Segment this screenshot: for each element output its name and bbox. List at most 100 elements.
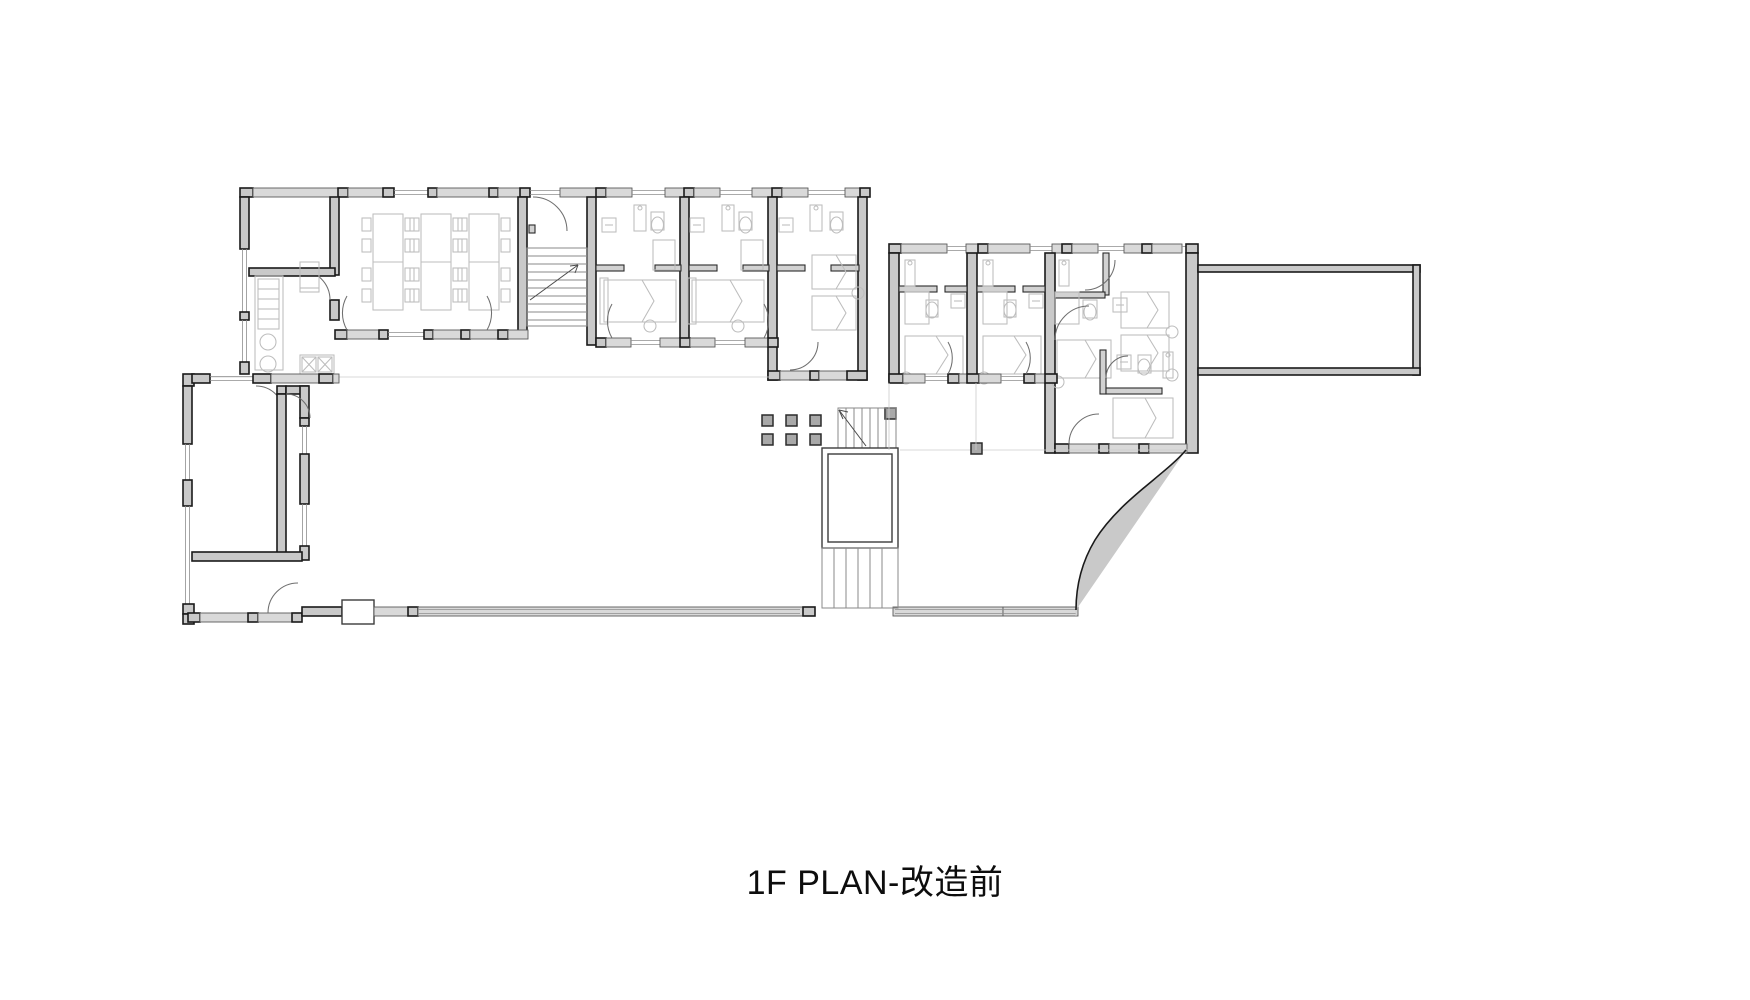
bathroom-gr1 (601, 204, 676, 271)
chair (457, 238, 468, 253)
window-ew-2 (1030, 246, 1052, 251)
door-swing-gr6-bath (1084, 259, 1116, 291)
shower (809, 204, 823, 232)
shower (721, 204, 735, 232)
bed-a (1120, 291, 1170, 329)
kitchen-partition (248, 267, 336, 277)
shower-head (725, 205, 731, 211)
north-exterior-wall (239, 187, 871, 198)
window-north-4 (720, 190, 752, 195)
cabinet (904, 291, 930, 325)
window-sb-n1 (210, 376, 253, 381)
column (785, 433, 798, 446)
toilet (650, 211, 665, 231)
chair (409, 238, 420, 253)
shower-head (907, 260, 913, 266)
south-ramp (821, 547, 899, 609)
kitchen-sink-basin-2 (259, 355, 277, 373)
shower-head (1165, 352, 1171, 358)
chair (361, 238, 372, 253)
door-swing-sb-inner (285, 393, 311, 419)
sink (1112, 297, 1128, 313)
south-entry-box (341, 599, 375, 625)
sink (778, 217, 794, 233)
kitchen-counter (254, 275, 284, 371)
dining-table-2 (409, 213, 463, 311)
window-ew-3 (1098, 246, 1124, 251)
bathroom-gr5 (982, 259, 1044, 325)
sink (1028, 293, 1044, 309)
stove-cooktop (299, 354, 335, 375)
window-north-5 (808, 190, 845, 195)
chair (409, 288, 420, 303)
toilet (738, 211, 753, 231)
kitchen-sink-basin-1 (259, 333, 277, 351)
window-sw-2 (185, 506, 190, 604)
shower-head (985, 260, 991, 266)
window-south-dining (388, 332, 424, 337)
chair (409, 267, 420, 282)
interior-stair (526, 247, 588, 327)
column (761, 414, 774, 427)
east-wing-far-south-wall (1054, 413, 1188, 454)
bed-gr2 (687, 277, 765, 333)
nightstand (643, 319, 657, 333)
door-swing-dining-1 (486, 295, 493, 331)
chair (457, 267, 468, 282)
shower (904, 259, 916, 287)
bed-gr8 (1112, 397, 1174, 439)
site-boundary-curve (1075, 449, 1187, 611)
bathroom-gr3 (778, 204, 844, 234)
east-wing-south-wall (888, 259, 1116, 384)
door-swing-gr1 (606, 303, 613, 339)
shower (1162, 351, 1174, 379)
sink (950, 293, 966, 309)
cabinet (652, 239, 676, 271)
shower (633, 204, 647, 232)
sink (689, 217, 705, 233)
door-swing-stairhall (532, 196, 568, 232)
window-sw-1 (185, 444, 190, 480)
window-west-1 (242, 249, 247, 312)
chair (500, 288, 511, 303)
cabinet (982, 291, 1008, 325)
toilet (829, 211, 844, 231)
window-gr2-south (715, 340, 745, 345)
headboard (599, 277, 609, 325)
headboard (687, 277, 697, 325)
chair (457, 217, 468, 232)
chair (361, 288, 372, 303)
column (809, 433, 822, 446)
nightstand (1165, 325, 1179, 339)
window-north-1 (394, 190, 428, 195)
south-block-north-wall (191, 373, 340, 415)
door-swing-gr5 (1025, 341, 1031, 375)
window-gr1-south (631, 340, 660, 345)
partition-gr2-gr3 (767, 196, 778, 381)
nightstand (851, 286, 865, 300)
window-ew-s2 (1001, 376, 1024, 381)
column (809, 414, 822, 427)
column (785, 414, 798, 427)
partition-gr5-gr6 (1044, 252, 1056, 454)
bed-a (811, 254, 857, 290)
bathroom-gr2 (689, 204, 764, 271)
dining-south-wall (334, 295, 529, 340)
door-swing-south-entry (267, 582, 299, 614)
south-block-south-wall (191, 551, 303, 562)
bathroom-gr8 (1099, 349, 1174, 395)
door-swing-gr8-bath (1105, 355, 1129, 379)
window-west-2 (242, 320, 247, 362)
column (761, 433, 774, 446)
south-courtyard (182, 373, 1191, 625)
bed-b (811, 295, 857, 331)
window-north-3 (632, 190, 665, 195)
ew-west-wall (888, 252, 900, 382)
nightstand (731, 319, 745, 333)
column (970, 442, 983, 455)
structural-columns (761, 407, 983, 455)
window-sb-e1 (302, 426, 307, 454)
sink (1116, 354, 1132, 370)
kitchen-cabinet-drawers (257, 278, 280, 330)
